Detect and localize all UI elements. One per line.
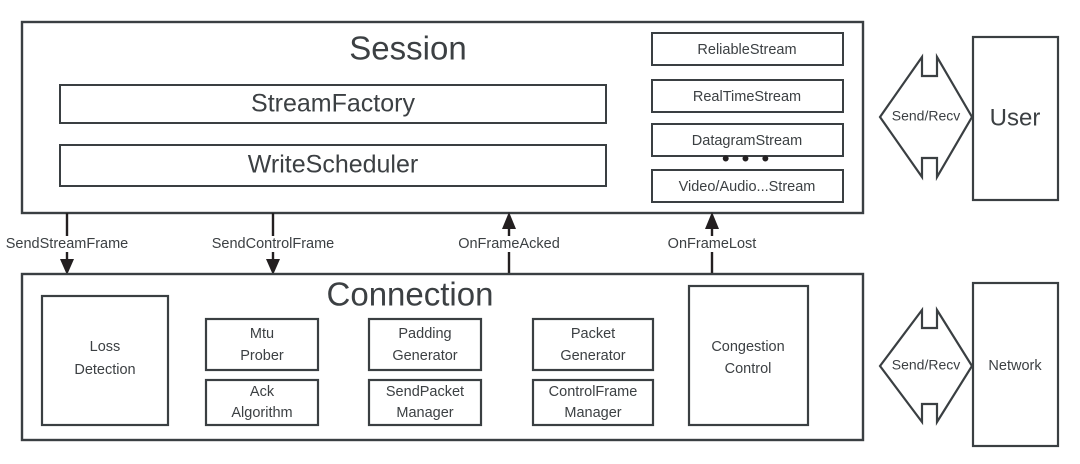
sendpacket-manager-label-line1: SendPacket [386, 384, 464, 400]
loss-detection-label-line2: Detection [74, 362, 135, 378]
ack-algorithm-label-line2: Algorithm [231, 405, 292, 421]
network-label: Network [988, 358, 1042, 374]
mtu-prober-label-line2: Prober [240, 348, 284, 364]
congestion-control-box[interactable] [687, 284, 810, 427]
edge-onframeacked: OnFrameAcked [458, 212, 560, 274]
packet-generator-label-line1: Packet [571, 326, 615, 342]
session-container: Session StreamFactory WriteScheduler Rel… [20, 20, 865, 215]
reliablestream-box[interactable] [651, 32, 844, 66]
edge-label-sendstreamframe: SendStreamFrame [6, 236, 129, 252]
edge-sendstreamframe: SendStreamFrame [6, 213, 129, 275]
padding-generator-label-line2: Generator [392, 348, 457, 364]
ack-algorithm-box[interactable] [204, 378, 320, 427]
congestion-control-label-line1: Congestion [711, 339, 784, 355]
send-recv-top-label: Send/Recv [892, 108, 960, 124]
padding-generator-box[interactable] [367, 317, 483, 372]
mtu-prober-label-line1: Mtu [250, 326, 274, 342]
realtimestream-box[interactable] [651, 79, 844, 113]
videoaudiostream-label: Video/Audio...Stream [679, 179, 816, 195]
connection-title: Connection [327, 276, 494, 313]
packet-generator-box[interactable] [531, 317, 655, 372]
congestion-control-label-line2: Control [725, 361, 772, 377]
network-box[interactable] [971, 281, 1060, 448]
writescheduler-label: WriteScheduler [248, 151, 418, 179]
padding-generator-label-line1: Padding [398, 326, 451, 342]
controlframe-manager-box[interactable] [531, 378, 655, 427]
reliablestream-label: ReliableStream [697, 42, 796, 58]
arrow-head-down-icon [60, 259, 74, 275]
network-endpoint: Network [971, 281, 1060, 448]
mtu-prober-box[interactable] [204, 317, 320, 372]
controlframe-manager-label-line1: ControlFrame [549, 384, 638, 400]
edge-label-onframelost: OnFrameLost [668, 236, 757, 252]
send-recv-bottom-label: Send/Recv [892, 357, 960, 373]
datagramstream-label: DatagramStream [692, 133, 802, 149]
session-title: Session [349, 30, 466, 67]
edge-label-onframeacked: OnFrameAcked [458, 236, 560, 252]
loss-detection-label-line1: Loss [90, 339, 121, 355]
ack-algorithm-label-line1: Ack [250, 384, 275, 400]
arrow-head-up-icon [502, 212, 516, 229]
arrow-head-down-icon [266, 259, 280, 275]
packet-generator-label-line2: Generator [560, 348, 625, 364]
user-endpoint: User [971, 35, 1060, 202]
sendpacket-manager-label-line2: Manager [396, 405, 453, 421]
user-box[interactable] [971, 35, 1060, 202]
controlframe-manager-label-line2: Manager [564, 405, 621, 421]
edge-label-sendcontrolframe: SendControlFrame [212, 236, 335, 252]
videoaudiostream-box[interactable] [651, 169, 844, 203]
streamfactory-label: StreamFactory [251, 90, 415, 118]
send-recv-bottom-arrow: Send/Recv [878, 306, 974, 426]
send-recv-top-arrow: Send/Recv [878, 52, 974, 182]
arrow-head-up-icon [705, 212, 719, 229]
streamfactory-box[interactable] [59, 84, 607, 124]
edge-onframelost: OnFrameLost [668, 212, 757, 274]
writescheduler-box[interactable] [59, 144, 607, 187]
connection-container: Connection Loss Detection Mtu Prober Ack… [20, 272, 865, 442]
user-label: User [990, 104, 1041, 131]
stream-ellipsis: • • • [722, 146, 772, 171]
loss-detection-box[interactable] [40, 294, 170, 427]
datagramstream-box[interactable] [651, 123, 844, 157]
sendpacket-manager-box[interactable] [367, 378, 483, 427]
edge-sendcontrolframe: SendControlFrame [212, 213, 335, 275]
realtimestream-label: RealTimeStream [693, 89, 801, 105]
